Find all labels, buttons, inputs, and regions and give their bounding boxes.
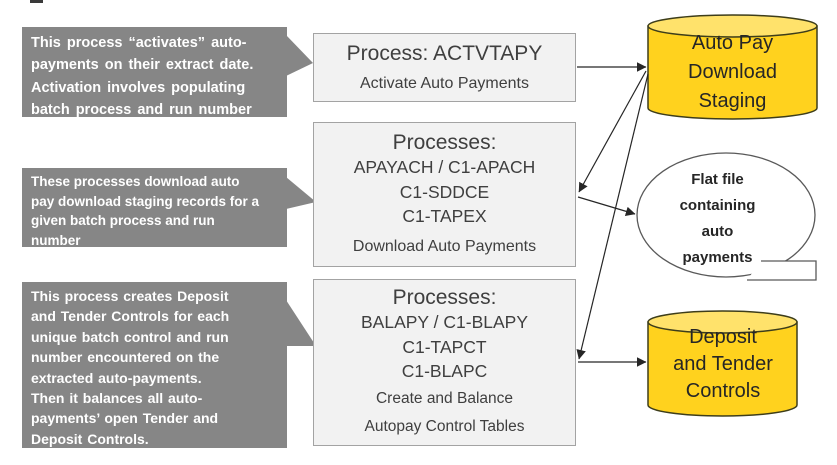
flat-file-label-line: containing bbox=[679, 197, 756, 214]
arrow-staging-to-balance bbox=[576, 73, 649, 360]
process-code: C1-TAPCT bbox=[402, 336, 487, 357]
process-box-balance-autopay-controls: Processes: BALAPY / C1-BLAPY C1-TAPCT C1… bbox=[313, 279, 576, 446]
callout-text-line: Then it balances all auto- bbox=[31, 390, 203, 407]
callout-text-line: This process “activates” auto- bbox=[31, 35, 247, 51]
flat-file-label-line: payments bbox=[682, 249, 753, 266]
process-subtitle: Activate Auto Payments bbox=[360, 75, 529, 92]
database-cylinder-deposit-tender bbox=[647, 321, 798, 417]
callout-text-line: given batch process and run bbox=[31, 213, 215, 229]
screen-edge-artifact bbox=[30, 0, 43, 3]
process-subtitle: Create and Balance bbox=[375, 389, 513, 407]
process-code: C1-TAPEX bbox=[402, 206, 487, 226]
process-subtitle: Download Auto Payments bbox=[352, 237, 537, 255]
callout-text-line: Deposit Controls. bbox=[31, 430, 149, 447]
callout-text-line: number encountered on the bbox=[31, 349, 220, 366]
arrow-staging-to-download bbox=[578, 70, 647, 193]
datastore-label-autopay-staging: Auto Pay Download Staging bbox=[648, 29, 817, 116]
datastore-label-line: Deposit bbox=[689, 326, 757, 348]
callout-note-balance: This process creates Deposit and Tender … bbox=[22, 282, 287, 448]
callout-text-line: This process creates Deposit bbox=[31, 288, 229, 304]
datastore-label-line: Staging bbox=[698, 90, 767, 112]
callout-text-line: and Tender Controls for each bbox=[31, 308, 230, 325]
callout-text-line: payments on their extract date. bbox=[31, 57, 254, 74]
callout-text-line: These processes download auto bbox=[31, 174, 240, 189]
flat-file-label: Flat file containing auto payments bbox=[640, 167, 795, 271]
flat-file-tab bbox=[747, 260, 817, 281]
process-box-actvtapy: Process: ACTVTAPY Activate Auto Payments bbox=[313, 33, 576, 102]
flat-file-oval bbox=[636, 152, 816, 278]
process-code: BALAPY / C1-BLAPY bbox=[361, 312, 528, 332]
database-cylinder-deposit-tender-top bbox=[647, 310, 798, 334]
database-cylinder-autopay-staging-top bbox=[647, 14, 818, 38]
callout-text-line: pay download staging records for a bbox=[31, 193, 260, 209]
process-subtitle: Autopay Control Tables bbox=[364, 417, 525, 435]
arrow-download-to-flatfile bbox=[577, 196, 636, 216]
flat-file-label-line: auto bbox=[701, 223, 734, 240]
callout-text-line: Activation involves populating bbox=[31, 79, 246, 96]
callout-tail-2 bbox=[286, 177, 316, 209]
callout-tail-3 bbox=[286, 300, 316, 346]
datastore-label-line: Controls bbox=[685, 380, 761, 402]
process-code: C1-SDDCE bbox=[399, 181, 490, 202]
process-box-download-auto-payments: Processes: APAYACH / C1-APACH C1-SDDCE C… bbox=[313, 122, 576, 267]
callout-text-line: batch process and run number bbox=[31, 102, 252, 119]
callout-text-line: extracted auto-payments. bbox=[31, 369, 202, 386]
callout-tail-1 bbox=[286, 35, 313, 76]
process-title: Processes: bbox=[392, 286, 497, 309]
datastore-label-line: Download bbox=[688, 61, 777, 83]
process-code: APAYACH / C1-APACH bbox=[353, 157, 536, 177]
database-cylinder-autopay-staging bbox=[647, 25, 818, 120]
datastore-label-line: and Tender bbox=[673, 353, 773, 375]
process-title: Process: ACTVTAPY bbox=[346, 42, 543, 65]
callout-note-download: These processes download auto pay downlo… bbox=[22, 168, 287, 248]
flat-file-label-line: Flat file bbox=[691, 171, 744, 188]
process-code: C1-BLAPC bbox=[401, 361, 488, 381]
callout-text-line: unique batch control and run bbox=[31, 328, 229, 345]
callout-text-line: payments’ open Tender and bbox=[31, 410, 219, 427]
callout-text-line: number bbox=[31, 232, 81, 248]
datastore-label-deposit-tender: Deposit and Tender Controls bbox=[648, 324, 798, 405]
callout-note-activate: This process “activates” auto- payments … bbox=[22, 27, 287, 118]
process-title: Processes: bbox=[392, 131, 497, 154]
datastore-label-line: Auto Pay bbox=[691, 32, 774, 54]
